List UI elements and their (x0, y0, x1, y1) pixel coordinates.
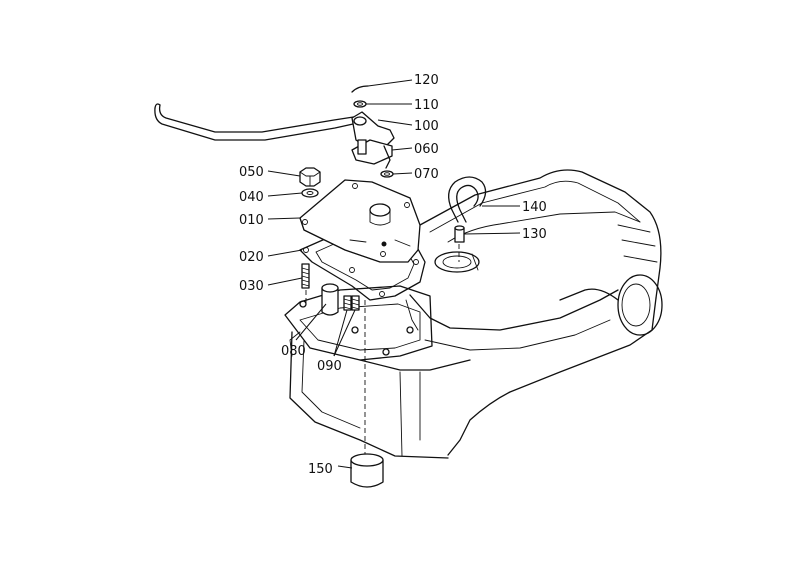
washer-110 (353, 100, 367, 108)
callout-140: 140 (522, 200, 547, 215)
callout-070: 070 (414, 167, 439, 182)
stud-030 (301, 263, 310, 304)
callout-090: 090 (317, 359, 342, 374)
callout-labels: 120 110 100 060 070 050 040 010 020 030 … (239, 73, 547, 477)
callout-050: 050 (239, 165, 264, 180)
callout-150: 150 (308, 462, 333, 477)
callout-100: 100 (414, 119, 439, 134)
sleeve-080 (321, 283, 339, 316)
callout-010: 010 (239, 213, 264, 228)
callout-030: 030 (239, 279, 264, 294)
washer-040 (301, 188, 319, 198)
shift-rod (154, 103, 363, 141)
bushing-150 (350, 453, 384, 488)
callout-060: 060 (414, 142, 439, 157)
clip-120 (351, 85, 369, 93)
washer-070 (380, 170, 394, 178)
callout-080: 080 (281, 344, 306, 359)
leader-lines (267, 79, 521, 469)
cover-plate (299, 179, 421, 263)
callout-130: 130 (522, 227, 547, 242)
pin-bracket (351, 139, 393, 169)
nut-050 (299, 167, 321, 187)
callout-110: 110 (414, 98, 439, 113)
transmission-housing (289, 169, 663, 459)
springs-090 (343, 295, 360, 311)
gear-case (284, 285, 433, 455)
stud-130 (454, 225, 465, 262)
callout-020: 020 (239, 250, 264, 265)
lifting-hook-140 (448, 176, 487, 223)
callout-040: 040 (239, 190, 264, 205)
callout-120: 120 (414, 73, 439, 88)
